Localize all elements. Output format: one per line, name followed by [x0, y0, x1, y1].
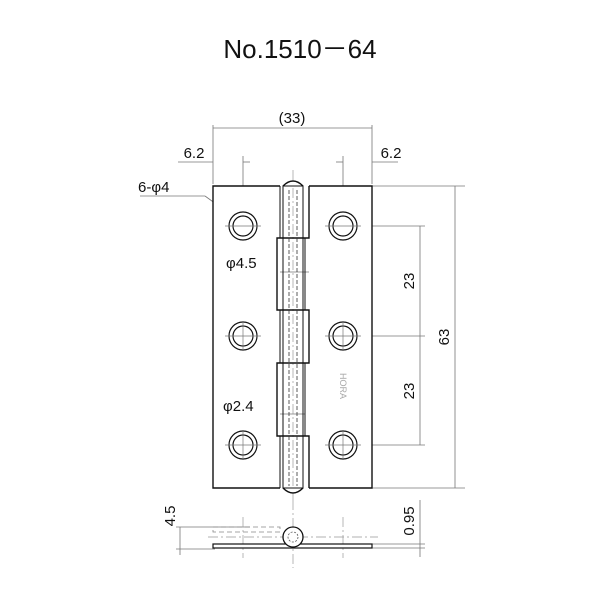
dim-hole-pitch-lower: 23	[401, 383, 418, 400]
dim-overall-height: 63	[436, 329, 453, 346]
hinge-front-view	[212, 180, 373, 494]
dim-thickness-closed: 4.5	[162, 506, 179, 527]
pin-hidden-lines	[288, 190, 298, 486]
dim-left-offset: 6.2	[184, 145, 205, 162]
dim-pin-diameter: φ2.4	[223, 398, 254, 415]
dim-hole-pitch-upper: 23	[401, 273, 418, 290]
drawing-title: No.1510－64	[223, 34, 376, 64]
dim-holes: 6-φ4	[138, 179, 169, 196]
dim-right-offset: 6.2	[381, 145, 402, 162]
brand-stamp: HORA	[338, 373, 348, 399]
dim-knuckle-diameter: φ4.5	[226, 255, 257, 272]
dim-leaf-thickness: 0.95	[401, 506, 418, 535]
dim-overall-width: (33)	[279, 110, 306, 127]
hinge-side-view	[212, 526, 373, 549]
hole-center-marks	[225, 225, 361, 459]
